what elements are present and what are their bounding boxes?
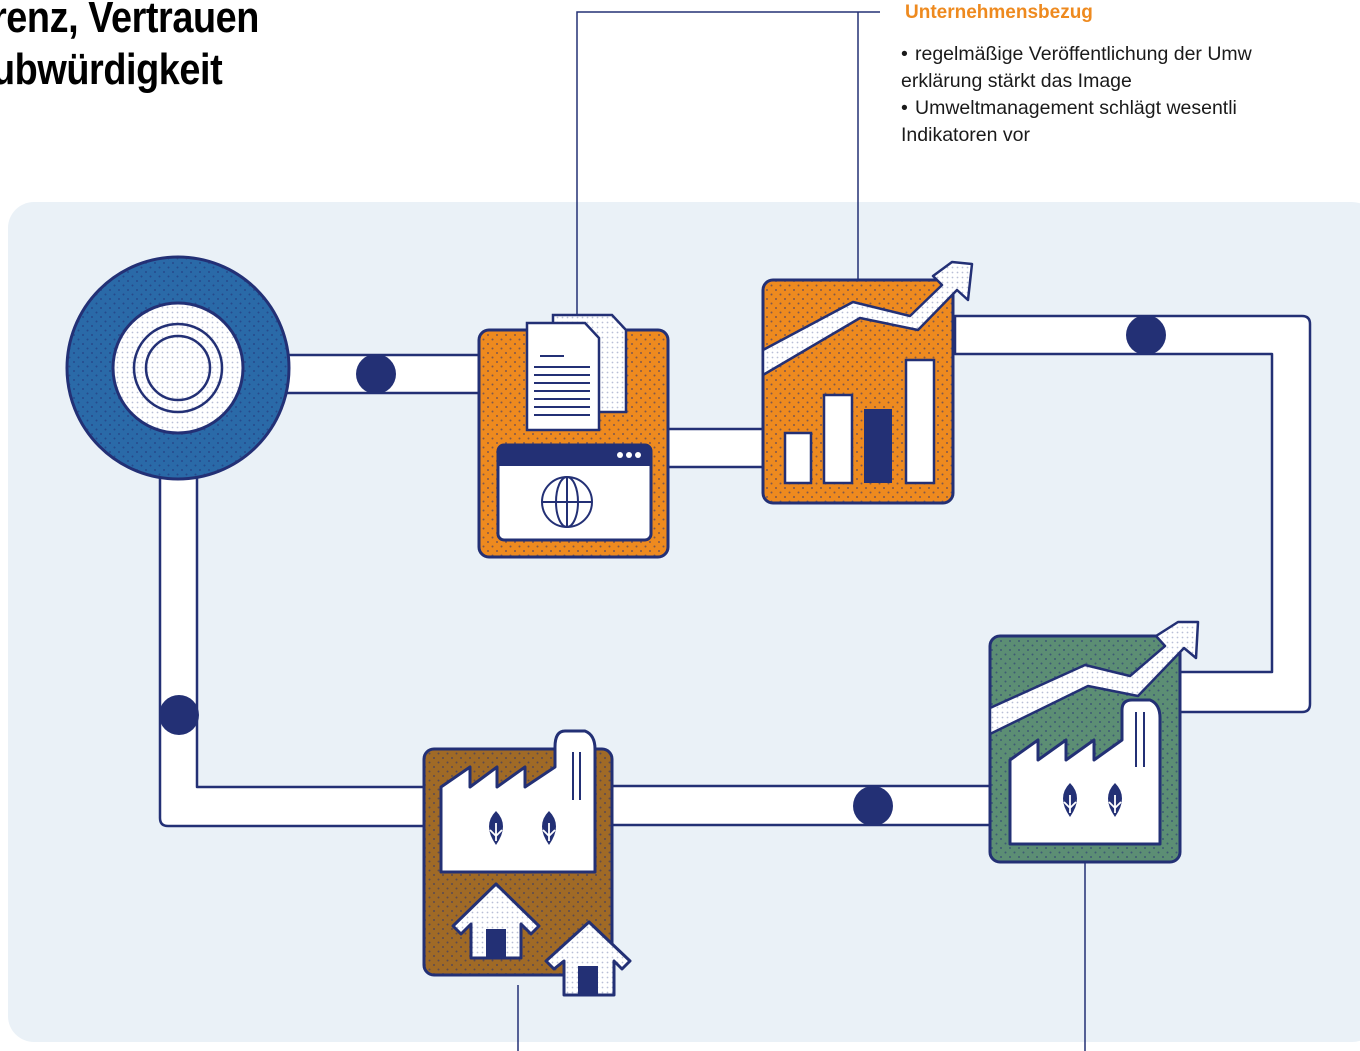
- bullet-text-line: regelmäßige Veröffentlichung der Umw: [915, 43, 1252, 65]
- connector-dots: [159, 315, 1166, 826]
- title-line-2: ubwürdigkeit: [0, 45, 223, 94]
- bullet-icon: •: [901, 97, 908, 119]
- document-web-icon: [477, 313, 670, 559]
- target-icon: [65, 255, 291, 481]
- connector-dot: [1126, 315, 1166, 355]
- page-title: renz, Vertrauen ubwürdigkeit: [0, 0, 259, 96]
- bullet-icon: •: [901, 43, 908, 65]
- factory-homes-icon: [422, 729, 632, 997]
- bullet-text-line: Umweltmanagement schlägt wesentli: [915, 97, 1237, 119]
- title-line-1: renz, Vertrauen: [0, 0, 259, 42]
- bullet-item: • regelmäßige Veröffentlichung der Umw erk…: [885, 41, 1252, 95]
- connector-dot: [853, 786, 893, 826]
- connector-dot: [356, 354, 396, 394]
- factory-growth-icon: [988, 620, 1200, 864]
- callout-heading: Unternehmensbezug: [905, 2, 1093, 23]
- growth-chart-icon: [761, 260, 974, 505]
- callout-bullets: • regelmäßige Veröffentlichung der Umw erk…: [885, 41, 1252, 149]
- connector-dot: [159, 695, 199, 735]
- pipes: [158, 314, 1312, 828]
- leader-lines: [517, 11, 1086, 1051]
- bullet-text-line: erklärung stärkt das Image: [901, 70, 1132, 92]
- bullet-text-line: Indikatoren vor: [901, 124, 1030, 146]
